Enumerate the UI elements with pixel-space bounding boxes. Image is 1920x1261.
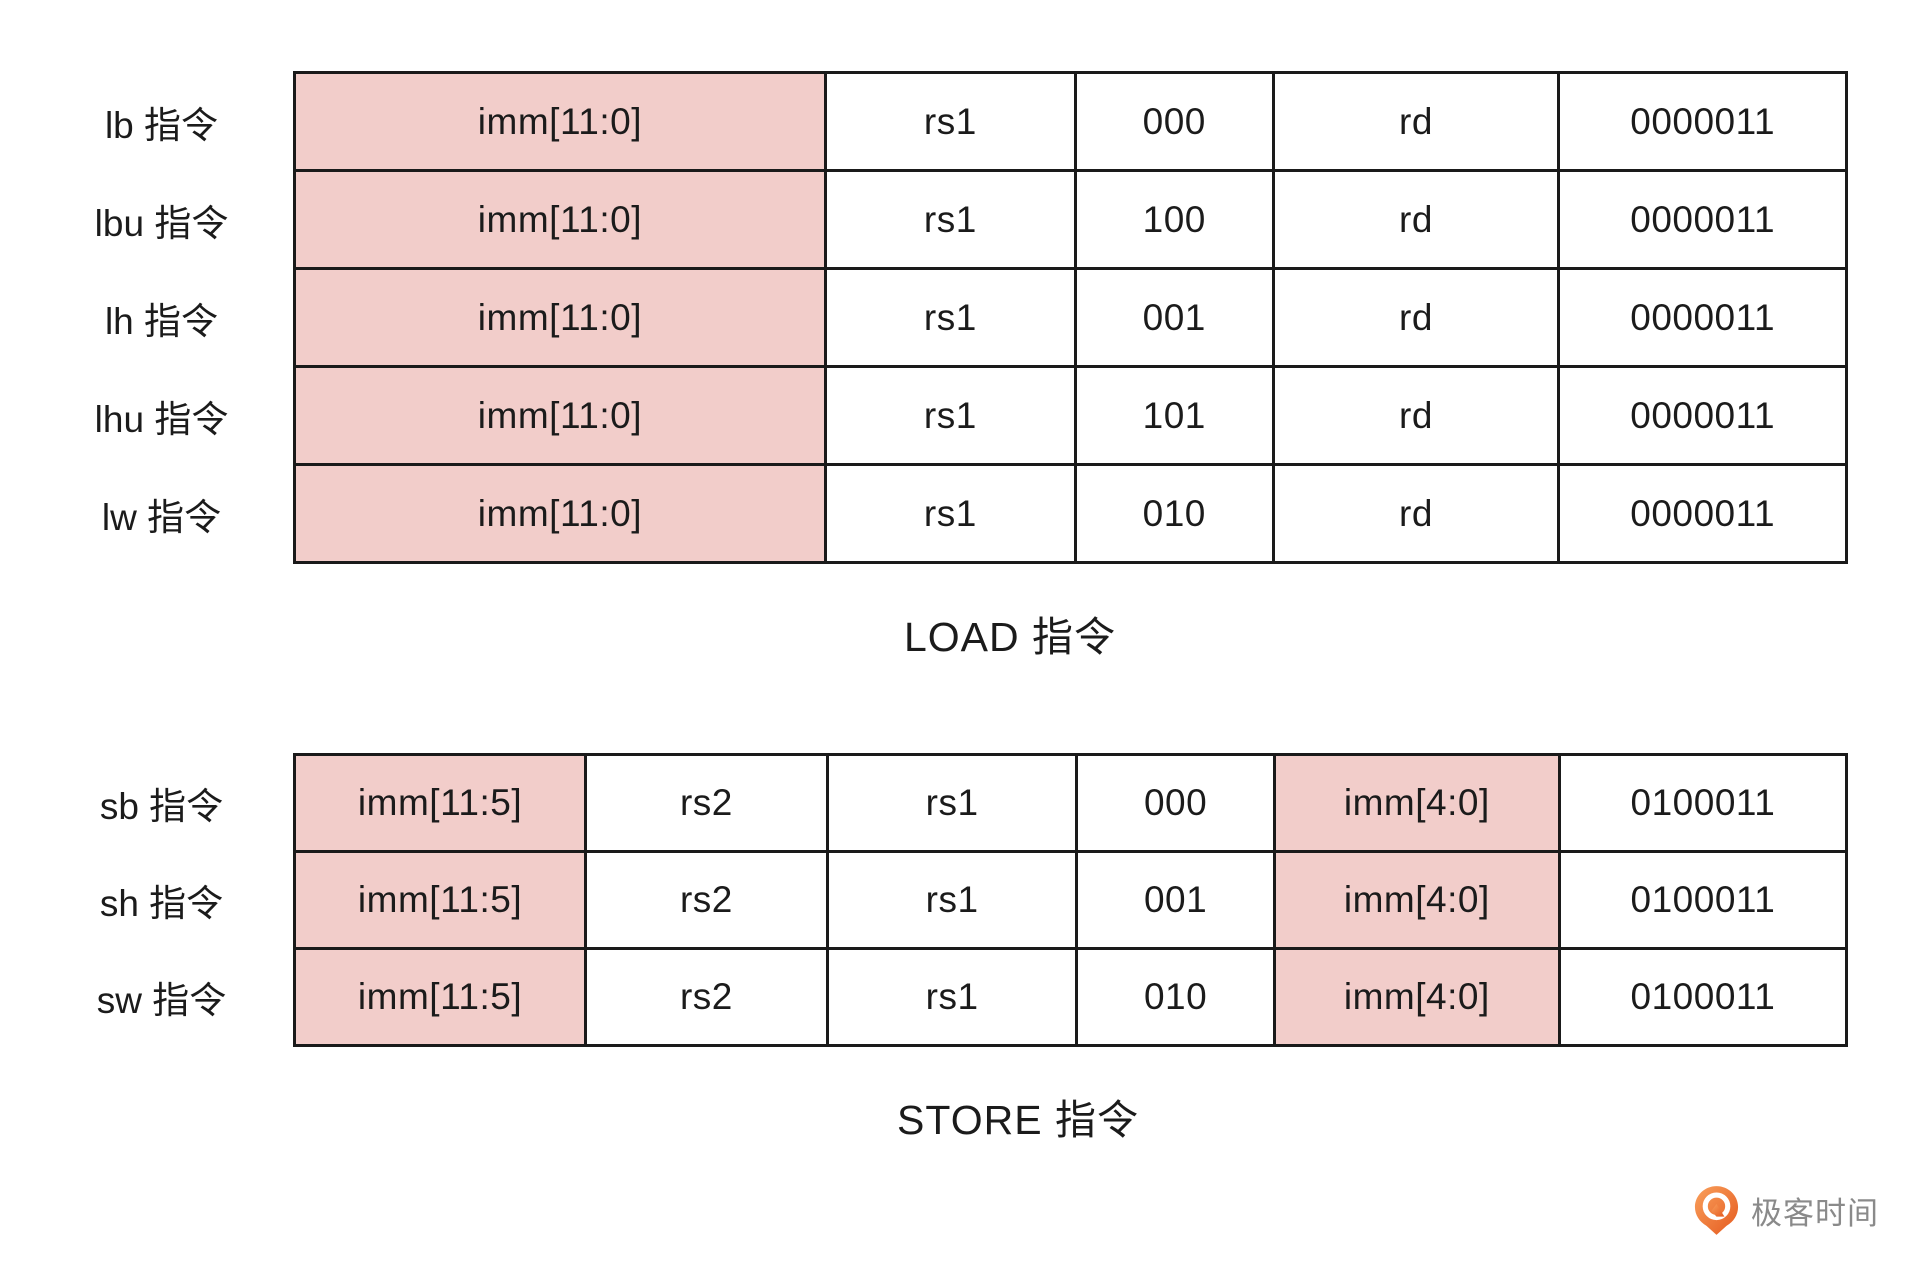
load-cell-rs1-row0: rs1: [826, 74, 1074, 169]
store-cell-imm-low-row1: imm[4:0]: [1275, 853, 1558, 947]
store-cell-rs2-row2: rs2: [587, 950, 826, 1044]
store-cell-funct3-row0: 000: [1078, 756, 1273, 850]
load-row-label-1: lbu 指令: [94, 202, 229, 244]
load-cell-opcode-row4: 0000011: [1560, 466, 1845, 561]
store-cell-imm-low-row0: imm[4:0]: [1275, 756, 1558, 850]
load-row-label-0: lb 指令: [104, 104, 219, 146]
load-cell-imm-row3: imm[11:0]: [296, 368, 824, 463]
load-cell-funct3-row0: 000: [1076, 74, 1272, 169]
store-row-labels: sb 指令 sh 指令 sw 指令: [40, 753, 283, 1047]
store-cell-rs2-row1: rs2: [587, 853, 826, 947]
load-cell-rs1-row1: rs1: [826, 172, 1074, 267]
load-cell-rd-row4: rd: [1274, 466, 1558, 561]
geektime-logo-text: 极客时间: [1751, 1196, 1879, 1231]
load-cell-rs1-row4: rs1: [826, 466, 1074, 561]
load-cell-imm-row4: imm[11:0]: [296, 466, 824, 561]
load-row-label-4: lw 指令: [101, 496, 222, 538]
store-cell-funct3-row2: 010: [1078, 950, 1273, 1044]
store-cell-imm-high-row0: imm[11:5]: [296, 756, 585, 850]
load-cell-opcode-row1: 0000011: [1560, 172, 1845, 267]
load-cell-opcode-row0: 0000011: [1560, 74, 1845, 169]
store-cell-opcode-row2: 0100011: [1560, 950, 1845, 1044]
store-cell-opcode-row1: 0100011: [1560, 853, 1845, 947]
load-cell-opcode-row2: 0000011: [1560, 270, 1845, 365]
geektime-pin-icon: [1694, 1185, 1739, 1236]
load-cell-rs1-row2: rs1: [826, 270, 1074, 365]
store-row-label-2: sw 指令: [96, 980, 227, 1021]
store-row-label-0: sb 指令: [99, 786, 224, 827]
load-cell-opcode-row3: 0000011: [1560, 368, 1845, 463]
store-cell-funct3-row1: 001: [1078, 853, 1273, 947]
geektime-logo: 极客时间: [1694, 1185, 1879, 1236]
store-cell-imm-high-row2: imm[11:5]: [296, 950, 585, 1044]
load-cell-funct3-row1: 100: [1076, 172, 1272, 267]
load-cell-imm-row1: imm[11:0]: [296, 172, 824, 267]
load-row-label-2: lh 指令: [104, 300, 219, 342]
load-cell-funct3-row4: 010: [1076, 466, 1272, 561]
store-cell-imm-low-row2: imm[4:0]: [1275, 950, 1558, 1044]
load-row-label-3: lhu 指令: [94, 398, 229, 440]
store-cell-rs2-row0: rs2: [587, 756, 826, 850]
load-cell-rd-row2: rd: [1274, 270, 1558, 365]
load-cell-rd-row3: rd: [1274, 368, 1558, 463]
store-cell-opcode-row0: 0100011: [1560, 756, 1845, 850]
load-caption: LOAD 指令: [903, 614, 1117, 660]
load-cell-imm-row0: imm[11:0]: [296, 74, 824, 169]
load-cell-imm-row2: imm[11:0]: [296, 270, 824, 365]
load-cell-funct3-row2: 001: [1076, 270, 1272, 365]
store-cell-rs1-row0: rs1: [828, 756, 1076, 850]
store-row-label-1: sh 指令: [99, 883, 224, 924]
load-cell-funct3-row3: 101: [1076, 368, 1272, 463]
load-cell-rd-row1: rd: [1274, 172, 1558, 267]
store-cell-rs1-row1: rs1: [828, 853, 1076, 947]
load-row-labels: lb 指令 lbu 指令 lh 指令 lhu 指令 lw 指令: [40, 71, 283, 564]
store-caption: STORE 指令: [897, 1097, 1139, 1143]
store-cell-rs1-row2: rs1: [828, 950, 1076, 1044]
load-cell-rs1-row3: rs1: [826, 368, 1074, 463]
store-cell-imm-high-row1: imm[11:5]: [296, 853, 585, 947]
load-cell-rd-row0: rd: [1274, 74, 1558, 169]
